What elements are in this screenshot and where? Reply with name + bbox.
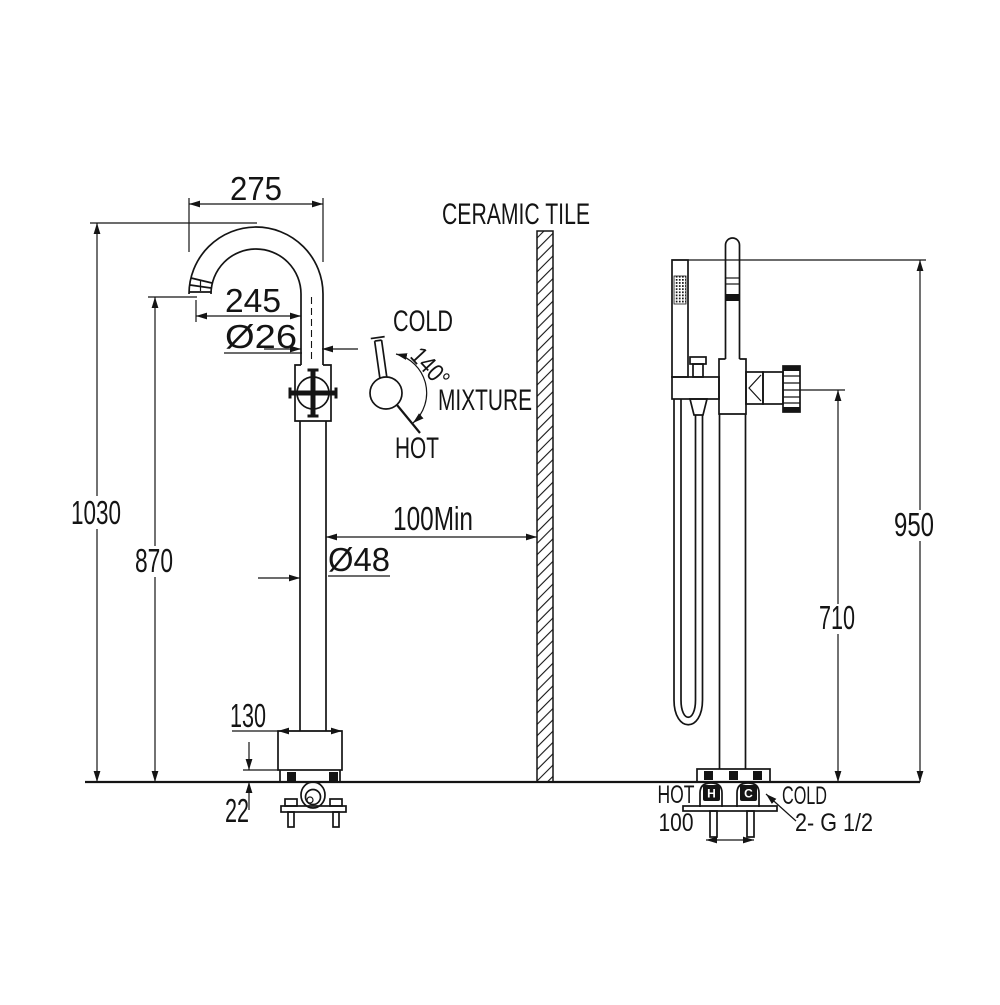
rotation-arc-140: [395, 353, 428, 424]
spout-outer-curve: [188, 226, 324, 365]
spout-tip: [189, 277, 213, 293]
spout-inner-curve: [210, 248, 302, 365]
front-view-faucet: [188, 226, 347, 828]
hot-inlet-label: HOT: [658, 781, 695, 809]
riser-pipe: [724, 237, 741, 359]
front-view-dimensions: 275 245 Ø26 1030 870 100Min Ø48 130: [71, 170, 537, 829]
dim-spout-height: 870: [135, 542, 173, 579]
spray-face: [673, 275, 687, 305]
handle-knob-top-view: [369, 376, 403, 410]
dim-spout-reach: 275: [230, 170, 282, 207]
side-underfloor-inlets: H C: [682, 782, 778, 838]
dim-inlet-spacing: 100: [659, 809, 694, 837]
side-floor-base: [696, 768, 771, 783]
floor-base: [277, 730, 343, 782]
cold-inlet-badge: [740, 785, 757, 801]
dim-spout-reach-inner: 245: [225, 282, 281, 319]
thread-spec-label: 2- G 1/2: [795, 809, 873, 837]
hot-label: HOT: [395, 432, 439, 465]
cross-handle: [288, 368, 338, 418]
dim-spout-diameter: Ø26: [225, 318, 297, 355]
hot-badge-letter: H: [707, 787, 716, 801]
cold-badge-letter: C: [744, 787, 753, 801]
wall-section: CERAMIC TILE: [442, 198, 590, 783]
valve-body: [294, 364, 332, 422]
mixing-handle-diagram: 140° COLD MIXTURE HOT: [369, 305, 532, 465]
dim-wall-clearance: 100Min: [393, 500, 473, 537]
dim-base-plate-height: 22: [225, 792, 249, 829]
side-view-dimensions: 950 710 100 HOT COLD 2- G 1/2: [658, 259, 937, 844]
dim-total-height: 1030: [71, 494, 121, 531]
side-view-faucet: H C: [671, 237, 801, 838]
dim-overall-height: 950: [894, 506, 934, 543]
dim-column-diameter: Ø48: [328, 541, 390, 578]
ceramic-tile-wall: [536, 230, 554, 783]
dim-base-diameter: 130: [230, 697, 266, 734]
riser-column: [299, 421, 327, 731]
shower-hose: [673, 399, 704, 726]
mixture-label: MIXTURE: [438, 384, 532, 417]
diverter-knob: [745, 365, 801, 413]
cold-inlet-label: COLD: [782, 782, 827, 810]
cold-lever: [370, 335, 388, 378]
hand-shower: [671, 259, 689, 378]
shower-holder: [671, 356, 720, 416]
underfloor-mounting: [280, 781, 347, 828]
side-valve-body: [718, 358, 747, 415]
cold-label: COLD: [393, 305, 453, 338]
ceramic-tile-label: CERAMIC TILE: [442, 198, 590, 231]
dim-diverter-height: 710: [819, 599, 855, 636]
hot-inlet-badge: [703, 785, 720, 801]
